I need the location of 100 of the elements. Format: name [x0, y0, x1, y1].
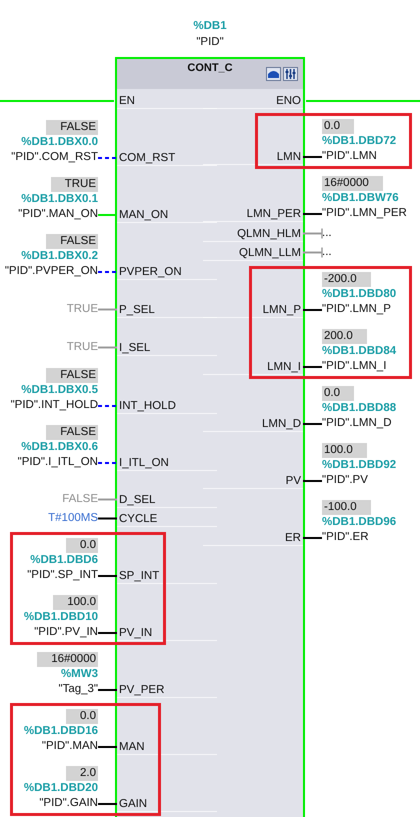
- tag-label: "PID".SP_INT: [27, 568, 98, 583]
- connector-line: [98, 214, 117, 216]
- tag-label: "PID".PV_IN: [34, 625, 98, 640]
- function-block: [115, 57, 305, 817]
- live-value: 2.0: [66, 766, 98, 781]
- placeholder-text: ...: [322, 226, 332, 241]
- connector-line: [98, 462, 117, 464]
- pin-label: CYCLE: [117, 511, 217, 527]
- address-label: %DB1.DBX0.1: [21, 192, 98, 207]
- tag-label: "PID".I_ITL_ON: [18, 455, 98, 470]
- live-value: 100.0: [53, 595, 98, 610]
- tag-label: "Tag_3": [58, 682, 98, 697]
- connector-line: [303, 156, 322, 158]
- tag-label: "PID".GAIN: [39, 796, 98, 811]
- connector-line: [303, 480, 322, 482]
- live-value: FALSE: [46, 368, 98, 383]
- connector-line: [303, 213, 322, 215]
- tag-label: "PID".LMN_I: [322, 359, 386, 374]
- highlight-frame: [10, 532, 166, 645]
- highlight-frame: [255, 113, 412, 169]
- instance-db-label: %DB1: [192, 20, 228, 32]
- pin-label: COM_RST: [117, 150, 217, 166]
- pin-label: LMN: [203, 149, 303, 165]
- live-value: -100.0: [322, 500, 371, 515]
- tag-label: "PID".MAN: [42, 739, 98, 754]
- address-label: %DB1.DBW76: [322, 191, 399, 206]
- constant-value: T#100MS: [48, 511, 98, 526]
- connector-line: [98, 308, 117, 310]
- connector-line: [98, 346, 117, 348]
- pin-label: SP_INT: [117, 568, 217, 584]
- block-title: CONT_C: [186, 62, 234, 74]
- connector-line: [98, 689, 117, 691]
- connector-line: [0, 100, 114, 102]
- address-label: %DB1.DBD96: [322, 515, 396, 530]
- tag-label: "PID".LMN_D: [322, 416, 392, 431]
- pin-label: ENO: [203, 93, 303, 109]
- address-label: %DB1.DBX0.5: [21, 383, 98, 398]
- live-value: 16#0000: [37, 652, 98, 667]
- address-label: %DB1.DBD20: [24, 781, 98, 796]
- live-value: 0.0: [66, 709, 98, 724]
- pin-label: MAN: [117, 739, 217, 755]
- pin-label: QLMN_LLM: [203, 245, 303, 261]
- connector-line: [98, 498, 117, 500]
- pin-label: LMN_I: [203, 359, 303, 375]
- connector-line: [303, 423, 322, 425]
- address-label: %DB1.DBD16: [24, 724, 98, 739]
- connector-line: [98, 575, 117, 577]
- connector-line: [303, 309, 322, 311]
- pin-label: PV_IN: [117, 625, 217, 641]
- address-label: %DB1.DBD80: [322, 287, 396, 302]
- pin-label: PV: [203, 473, 303, 489]
- tag-label: "PID".PVPER_ON: [4, 264, 98, 279]
- placeholder-text: ...: [322, 245, 332, 260]
- pin-label: LMN_PER: [203, 206, 303, 222]
- connector-line: [303, 537, 322, 539]
- pin-label: QLMN_HLM: [203, 226, 303, 242]
- tag-label: "PID".ER: [322, 530, 369, 545]
- tag-label: "PID".PV: [322, 473, 368, 488]
- instance-db-label: "PID": [195, 36, 225, 48]
- live-value: 0.0: [322, 386, 354, 401]
- address-label: %DB1.DBX0.6: [21, 440, 98, 455]
- live-value: 0.0: [322, 119, 354, 134]
- constant-value: TRUE: [66, 340, 98, 355]
- pin-label: I_SEL: [117, 340, 217, 356]
- pin-label: GAIN: [117, 796, 217, 812]
- live-value: 200.0: [322, 329, 367, 344]
- address-label: %DB1.DBD92: [322, 458, 396, 473]
- live-value: FALSE: [46, 120, 98, 135]
- address-label: %DB1.DBX0.0: [21, 135, 98, 150]
- live-value: 0.0: [66, 538, 98, 553]
- address-label: %DB1.DBD88: [322, 401, 396, 416]
- pin-label: LMN_D: [203, 416, 303, 432]
- connector-line: [303, 366, 322, 368]
- live-value: TRUE: [50, 177, 98, 192]
- address-label: %DB1.DBD72: [322, 134, 396, 149]
- live-value: FALSE: [46, 234, 98, 249]
- connector-line: [306, 100, 420, 102]
- pin-label: EN: [117, 93, 217, 109]
- connector-line: [98, 271, 117, 273]
- tag-label: "PID".INT_HOLD: [10, 398, 98, 413]
- pin-label: P_SEL: [117, 302, 217, 318]
- connector-line: [98, 632, 117, 634]
- live-value: 16#0000: [322, 176, 383, 191]
- connector-line: [98, 746, 117, 748]
- pin-label: ER: [203, 530, 303, 546]
- constant-value: TRUE: [66, 302, 98, 317]
- live-value: 100.0: [322, 443, 367, 458]
- tag-label: "PID".COM_RST: [11, 150, 98, 165]
- pin-label: PV_PER: [117, 682, 217, 698]
- address-label: %MW3: [60, 667, 98, 682]
- highlight-frame: [249, 266, 412, 379]
- pin-label: D_SEL: [117, 492, 217, 508]
- pin-label: LMN_P: [203, 302, 303, 318]
- pin-label: I_ITL_ON: [117, 455, 217, 471]
- tag-label: "PID".LMN_P: [322, 302, 391, 317]
- connector-line: [98, 518, 117, 520]
- address-label: %DB1.DBX0.2: [21, 249, 98, 264]
- address-label: %DB1.DBD10: [24, 610, 98, 625]
- pin-label: MAN_ON: [117, 207, 217, 223]
- highlight-frame: [10, 703, 161, 816]
